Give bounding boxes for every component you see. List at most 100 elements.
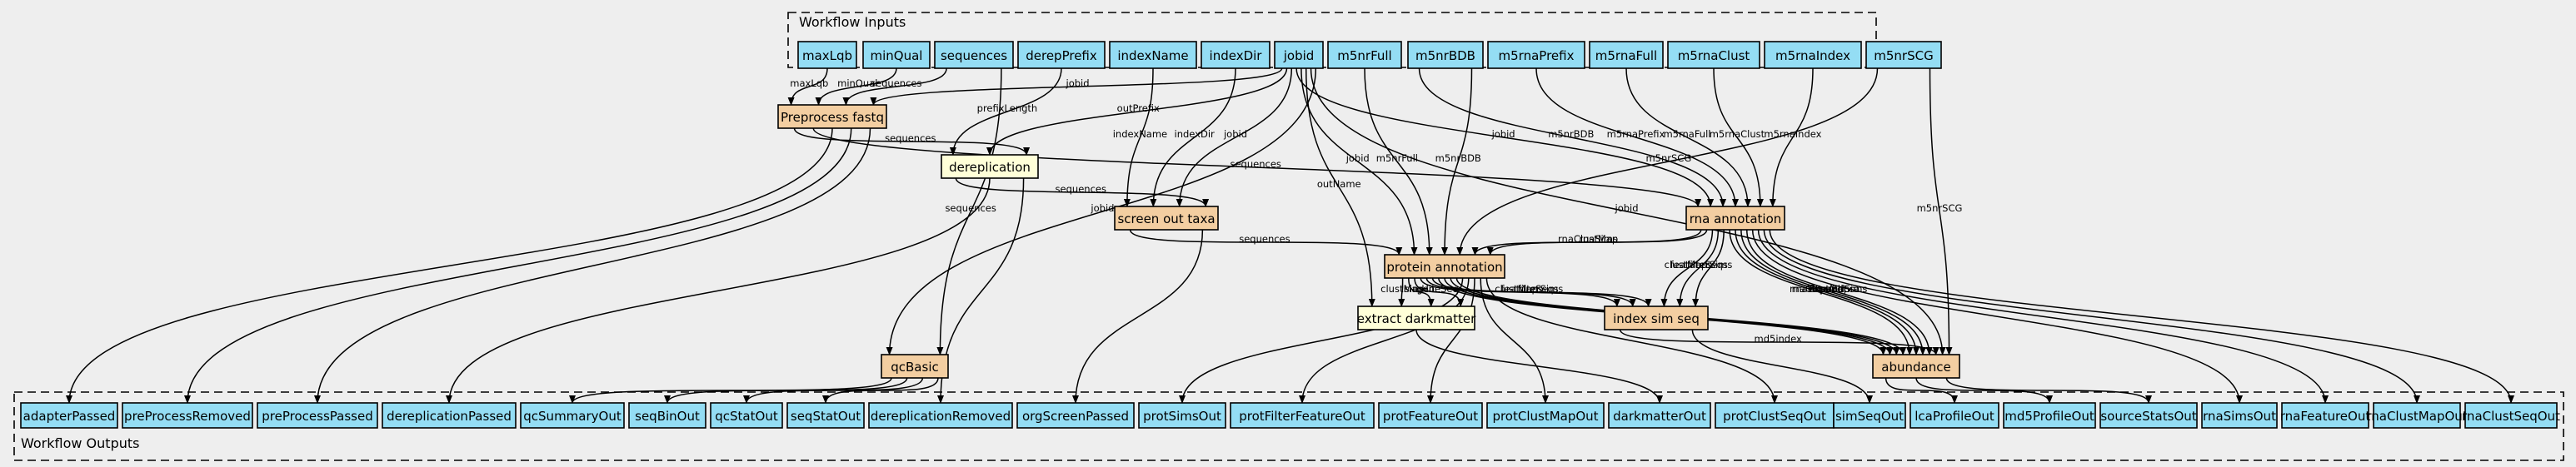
node-label: extract darkmatter — [1357, 311, 1476, 326]
node-m5rna-index[interactable]: m5rnaIndex — [1764, 41, 1862, 69]
node-rna[interactable]: rna annotation — [1685, 206, 1785, 231]
node-box — [1833, 402, 1906, 429]
node-screen[interactable]: screen out taxa — [1114, 206, 1219, 231]
node-box — [1327, 41, 1402, 69]
node-prot-filter-feature-out[interactable]: protFilterFeatureOut — [1230, 402, 1375, 429]
node-m5nr-full[interactable]: m5nrFull — [1327, 41, 1402, 69]
edge-label: jobid — [1223, 128, 1247, 140]
node-box — [868, 402, 1013, 429]
node-pre-process-removed[interactable]: preProcessRemoved — [122, 402, 253, 429]
node-sim-seq-out[interactable]: simSeqOut — [1833, 402, 1906, 429]
edge-abundance-to-source-stats-out — [1945, 377, 2152, 404]
node-seq-bin-out[interactable]: seqBinOut — [628, 402, 706, 429]
node-jobid[interactable]: jobid — [1274, 41, 1324, 69]
node-protein[interactable]: protein annotation — [1384, 254, 1505, 279]
edge-index-dir-to-screen — [1150, 67, 1236, 207]
node-md5-profile-out[interactable]: md5ProfileOut — [2003, 402, 2096, 429]
node-min-qual[interactable]: minQual — [862, 41, 931, 69]
node-box — [941, 154, 1039, 179]
node-dereplication-removed[interactable]: dereplicationRemoved — [868, 402, 1013, 429]
node-lca-profile-out[interactable]: lcaProfileOut — [1910, 402, 1999, 429]
edge-m5rna-clust-to-rna — [1713, 67, 1764, 207]
edge-jobid-to-screen — [1176, 67, 1293, 207]
edge-jobid-to-preprocess — [870, 67, 1283, 106]
edge-label: featureSeqs — [1670, 259, 1728, 271]
node-org-screen-passed[interactable]: orgScreenPassed — [1016, 402, 1135, 429]
node-darkmatter-out[interactable]: darkmatterOut — [1608, 402, 1711, 429]
node-label: m5rnaClust — [1678, 48, 1750, 63]
node-preprocess[interactable]: Preprocess fastq — [777, 104, 887, 129]
node-prot-clust-seq-out[interactable]: protClustSeqOut — [1715, 402, 1835, 429]
node-adapter-passed[interactable]: adapterPassed — [20, 402, 118, 429]
edge-sequences-to-preprocess — [842, 67, 947, 106]
node-box — [257, 402, 378, 429]
edge-label: jobid — [1345, 152, 1370, 164]
edge-max-lqb-to-preprocess — [787, 67, 828, 106]
node-indexsim[interactable]: index sim seq — [1604, 306, 1709, 330]
edge-rna-to-indexsim — [1660, 229, 1714, 307]
node-dereplication[interactable]: dereplication — [941, 154, 1039, 179]
node-qc-stat-out[interactable]: qcStatOut — [710, 402, 783, 429]
node-source-stats-out[interactable]: sourceStatsOut — [2099, 402, 2198, 429]
edge-preprocess-to-rna — [812, 127, 1701, 207]
node-m5nr-scg[interactable]: m5nrSCG — [1865, 41, 1942, 69]
edge-jobid-to-extract — [1305, 67, 1375, 307]
node-label: md5ProfileOut — [2004, 409, 2094, 424]
edge-label: filterSims — [1810, 283, 1855, 295]
node-label: seqBinOut — [635, 409, 700, 424]
node-sequences[interactable]: sequences — [934, 41, 1014, 69]
node-pre-process-passed[interactable]: preProcessPassed — [257, 402, 378, 429]
edge-label: m5nrBDB — [1548, 128, 1594, 140]
edge-protein-to-prot-filter-feature-out — [1299, 277, 1470, 404]
node-box — [20, 402, 118, 429]
node-m5rna-full[interactable]: m5rnaFull — [1589, 41, 1664, 69]
node-m5rna-prefix[interactable]: m5rnaPrefix — [1487, 41, 1585, 69]
node-abundance[interactable]: abundance — [1872, 354, 1960, 379]
node-index-name[interactable]: indexName — [1109, 41, 1197, 69]
edge-label: m5rnaPrefix — [1607, 128, 1665, 140]
edge-label: geneSeq — [1416, 283, 1458, 295]
node-m5nr-bdb[interactable]: m5nrBDB — [1407, 41, 1484, 69]
node-dereplication-passed[interactable]: dereplicationPassed — [382, 402, 517, 429]
node-label: rnaSimsOut — [2203, 409, 2276, 424]
edge-preprocess-to-adapter-passed — [66, 127, 833, 404]
node-label: abundance — [1881, 360, 1950, 375]
node-label: darkmatterOut — [1613, 409, 1706, 424]
node-rna-sims-out[interactable]: rnaSimsOut — [2201, 402, 2278, 429]
node-box — [2464, 402, 2558, 429]
node-label: m5rnaPrefix — [1499, 48, 1575, 63]
node-prot-sims-out[interactable]: protSimsOut — [1138, 402, 1226, 429]
node-prot-clust-map-out[interactable]: protClustMapOut — [1486, 402, 1605, 429]
node-max-lqb[interactable]: maxLqb — [797, 41, 857, 69]
node-label: indexDir — [1210, 48, 1263, 63]
node-index-dir[interactable]: indexDir — [1201, 41, 1271, 69]
edge-label: md5index — [1755, 333, 1802, 345]
node-m5rna-clust[interactable]: m5rnaClust — [1667, 41, 1760, 69]
edge-m5nr-bdb-to-rna — [1418, 67, 1727, 207]
node-box — [862, 41, 931, 69]
edge-qcbasic-to-seq-bin-out — [664, 377, 908, 404]
node-box — [1486, 402, 1605, 429]
edge-label: indexDir — [1175, 128, 1216, 140]
edge-label: outPrefix — [1117, 102, 1160, 114]
edge-indexsim-to-abundance — [1619, 329, 1939, 355]
edge-label: m5rnaFull — [1663, 128, 1710, 140]
node-box — [1114, 206, 1219, 231]
node-seq-stat-out[interactable]: seqStatOut — [786, 402, 865, 429]
node-rna-clust-seq-out[interactable]: rnaClustSeqOut — [2462, 402, 2560, 429]
node-label: sourceStatsOut — [2100, 409, 2196, 424]
node-extract[interactable]: extract darkmatter — [1357, 306, 1476, 330]
edge-preprocess-to-dereplication — [793, 127, 1030, 156]
node-box — [1230, 402, 1375, 429]
edge-qcbasic-to-qc-stat-out — [743, 377, 924, 404]
node-prot-feature-out[interactable]: protFeatureOut — [1378, 402, 1483, 429]
node-box — [520, 402, 625, 429]
node-derep-prefix[interactable]: derepPrefix — [1017, 41, 1106, 69]
node-qcbasic[interactable]: qcBasic — [881, 354, 949, 379]
node-rna-clust-map-out[interactable]: rnaClustMapOut — [2366, 402, 2468, 429]
node-rna-feature-out[interactable]: rnaFeatureOut — [2280, 402, 2371, 429]
node-qc-summary-out[interactable]: qcSummaryOut — [520, 402, 625, 429]
node-box — [1138, 402, 1226, 429]
node-box — [1865, 41, 1942, 69]
